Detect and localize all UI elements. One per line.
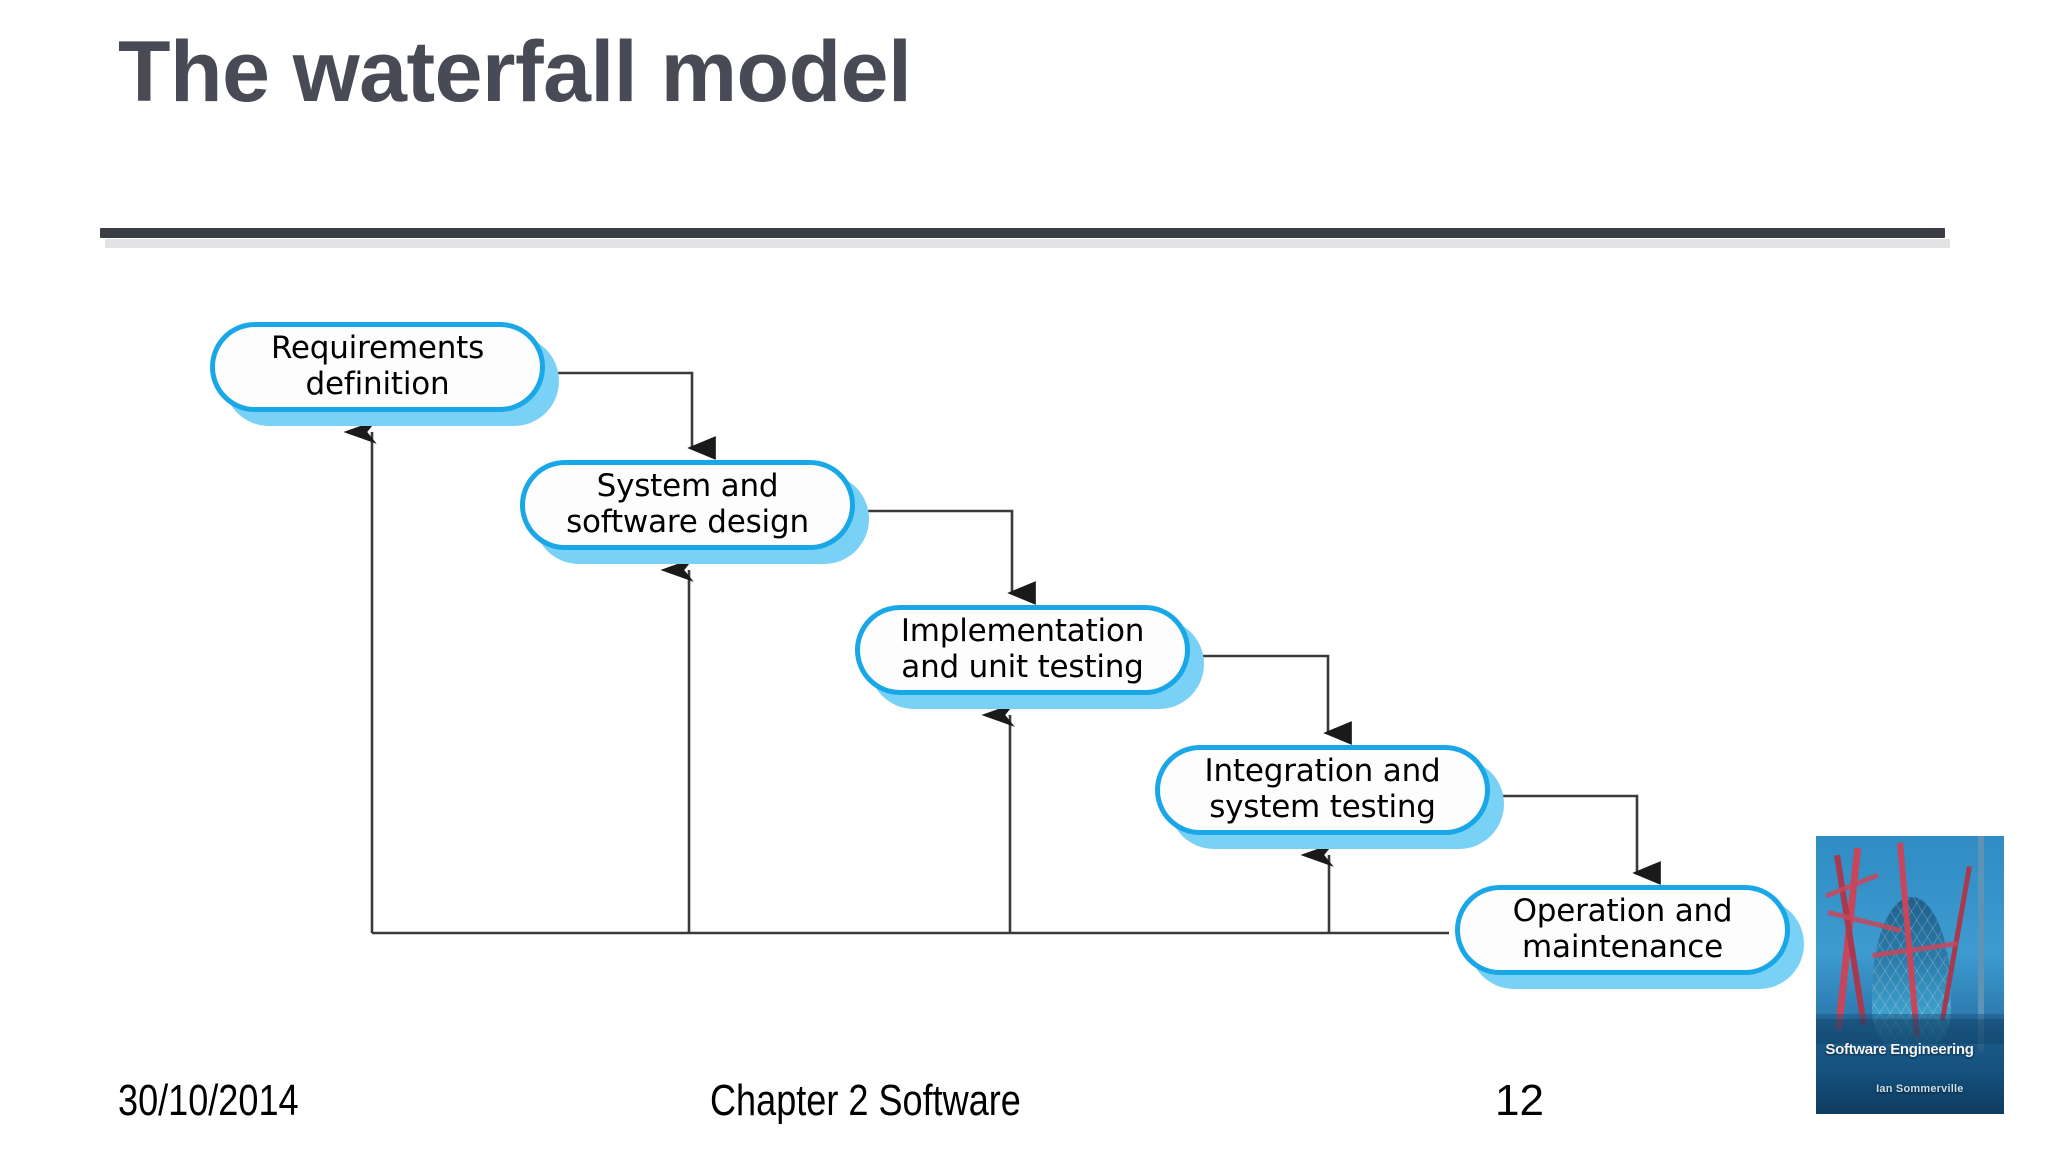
stage-label: Operation and maintenance <box>1512 893 1733 965</box>
stage-body: Implementation and unit testing <box>855 605 1190 695</box>
stage-integration-and-system-testing[interactable]: Integration and system testing <box>1155 745 1504 849</box>
stage-system-and-software-design[interactable]: System and software design <box>520 460 869 564</box>
stage-label: Implementation and unit testing <box>900 613 1145 685</box>
title-rule <box>100 228 1945 238</box>
stage-implementation-and-unit-testing[interactable]: Implementation and unit testing <box>855 605 1204 709</box>
page-title: The waterfall model <box>118 24 912 120</box>
stage-requirements-definition[interactable]: Requirements definition <box>210 322 559 426</box>
stage-label: System and software design <box>566 468 809 540</box>
crane-mast-icon <box>1977 836 1984 1053</box>
stage-body: Requirements definition <box>210 322 545 412</box>
stage-label: Integration and system testing <box>1204 753 1441 825</box>
stage-body: Operation and maintenance <box>1455 885 1790 975</box>
stage-body: Integration and system testing <box>1155 745 1490 835</box>
footer-date: 30/10/2014 <box>118 1076 299 1125</box>
cover-band <box>1816 1019 2004 1045</box>
cover-author: Ian Sommerville <box>1876 1082 1964 1095</box>
footer-page-number: 12 <box>1495 1076 1544 1125</box>
stage-body: System and software design <box>520 460 855 550</box>
stage-label: Requirements definition <box>270 330 485 402</box>
book-cover-thumbnail: Software Engineering Ian Sommerville <box>1816 836 2004 1114</box>
cover-ground <box>1816 1013 2004 1114</box>
stage-operation-and-maintenance[interactable]: Operation and maintenance <box>1455 885 1804 989</box>
cover-title: Software Engineering <box>1825 1041 1974 1059</box>
footer-chapter: Chapter 2 Software <box>710 1076 1021 1125</box>
title-rule-shadow <box>105 239 1950 248</box>
